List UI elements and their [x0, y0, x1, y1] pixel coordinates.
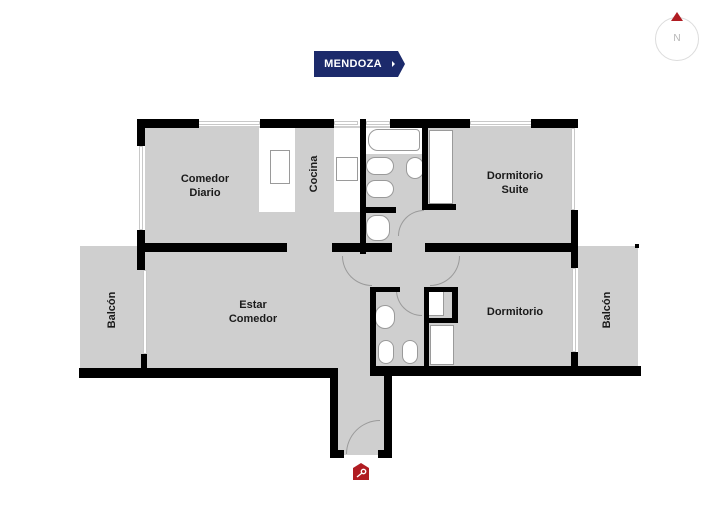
compass-north-label: N: [673, 33, 681, 44]
north-pointer-icon: [671, 12, 683, 21]
wall: [370, 287, 400, 292]
window: [139, 146, 143, 230]
wall: [424, 318, 458, 323]
wall: [571, 352, 578, 368]
window: [366, 121, 390, 125]
room-label-dormitorio-suite: Dormitorio Suite: [470, 169, 560, 197]
toilet-icon: [402, 340, 418, 364]
wardrobe-icon: [430, 325, 454, 365]
wall: [635, 244, 639, 248]
room-label-line: Comedor: [180, 173, 230, 185]
window: [571, 128, 575, 210]
washbasin-icon: [366, 215, 390, 241]
wall: [141, 354, 147, 368]
balcony-door-window: [143, 270, 147, 354]
bidet-icon: [366, 157, 394, 175]
wall: [330, 450, 344, 458]
wall: [332, 243, 392, 252]
room-label-dormitorio: Dormitorio: [486, 306, 544, 318]
wall: [370, 366, 641, 376]
balcony-right-floor: [578, 246, 638, 366]
wall: [452, 287, 458, 323]
compass: N: [655, 17, 699, 61]
kitchen-sink-icon: [270, 150, 290, 184]
room-label-line: Dormitorio: [486, 170, 544, 182]
wall: [424, 287, 429, 367]
wall: [378, 450, 392, 458]
wall: [571, 210, 578, 268]
toilet-icon: [366, 180, 394, 198]
bidet-icon: [378, 340, 394, 364]
wall: [260, 119, 334, 128]
room-label-comedor-diario: Comedor Diario: [160, 172, 250, 200]
room-label-line: Diario: [189, 187, 221, 199]
window: [470, 121, 532, 125]
stove-icon: [336, 157, 358, 181]
building-name: MENDOZA: [314, 51, 392, 77]
wall: [424, 287, 458, 292]
room-label-balcon-right: Balcón: [601, 291, 613, 329]
wall: [425, 243, 578, 252]
wall: [384, 366, 392, 458]
room-label-line: Comedor: [228, 313, 278, 325]
room-label-line: Suite: [501, 184, 529, 196]
wall: [79, 368, 335, 378]
balcony-door-window: [572, 268, 576, 352]
window: [198, 121, 260, 125]
wall: [360, 119, 366, 254]
badge-arrow-icon: [392, 51, 405, 77]
wall: [422, 128, 428, 210]
room-label-line: Estar: [239, 299, 267, 311]
wardrobe-icon: [429, 130, 453, 204]
bathtub-icon: [368, 129, 420, 151]
window: [334, 121, 358, 125]
wall: [137, 119, 145, 146]
building-badge[interactable]: MENDOZA: [314, 51, 406, 77]
wall: [137, 119, 199, 128]
balcony-left-floor: [80, 246, 143, 370]
room-label-estar-comedor: Estar Comedor: [208, 298, 298, 326]
wall: [366, 207, 396, 213]
wall: [370, 287, 376, 375]
wall: [390, 119, 470, 128]
room-label-balcon-left: Balcón: [106, 291, 118, 329]
wall: [422, 204, 456, 210]
wall: [137, 243, 287, 252]
washbasin-icon: [375, 305, 395, 329]
wall: [330, 368, 338, 458]
room-label-cocina: Cocina: [308, 155, 320, 193]
wall: [531, 119, 578, 128]
entrance-key-icon[interactable]: [353, 463, 369, 480]
